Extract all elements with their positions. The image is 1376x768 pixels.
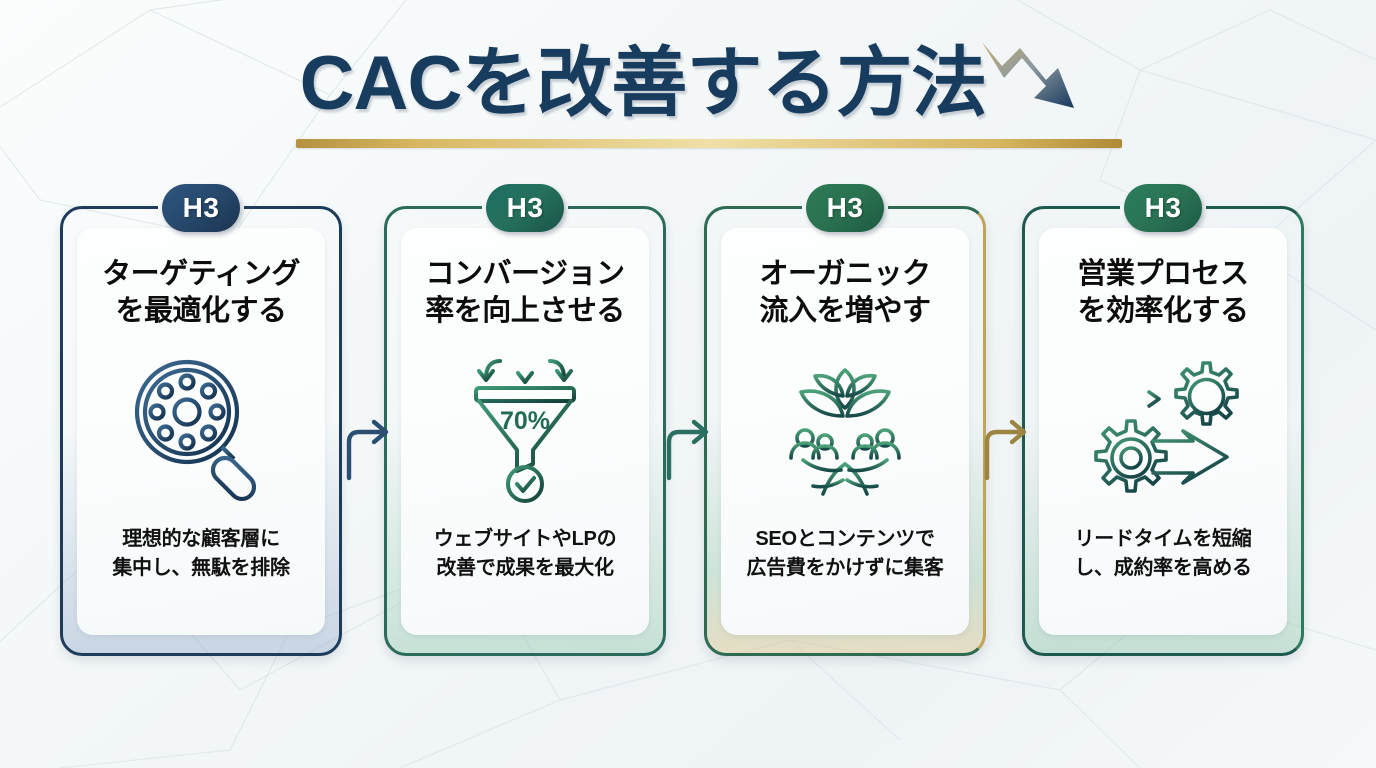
- card-conversion[interactable]: H3 コンバージョン 率を向上させる: [384, 184, 666, 656]
- card-sales-process[interactable]: H3 営業プロセス を効率化する: [1022, 184, 1304, 656]
- gears-arrow-efficiency-icon: [1094, 360, 1239, 493]
- card-badge: H3: [806, 184, 884, 232]
- card-title: コンバージョン 率を向上させる: [425, 258, 625, 328]
- card-panel: 営業プロセス を効率化する: [1039, 228, 1287, 635]
- card-description: 理想的な顧客層に 集中し、無駄を排除: [112, 528, 290, 579]
- funnel-value-label: 70%: [500, 407, 550, 435]
- card-icon-area: [87, 330, 315, 525]
- card-description: SEOとコンテンツで 広告費をかけずに集客: [746, 528, 944, 579]
- title-block: CACを改善する方法: [0, 34, 1376, 122]
- card-badge: H3: [1124, 184, 1202, 232]
- card-icon-area: [1049, 330, 1277, 525]
- card-panel: オーガニック 流入を増やす: [721, 228, 969, 635]
- connector-arrow-2: [666, 419, 709, 481]
- card-description: ウェブサイトやLPの 改善で成果を最大化: [433, 528, 617, 579]
- connector-arrow-3: [984, 419, 1027, 481]
- card-icon-area: [731, 330, 959, 525]
- card-panel: コンバージョン 率を向上させる: [401, 228, 649, 635]
- plant-growth-people-icon: [785, 367, 905, 496]
- card-targeting[interactable]: H3 ターゲティング を最適化する: [60, 184, 342, 656]
- card-description: リードタイムを短縮 し、成約率を高める: [1074, 528, 1252, 579]
- funnel-conversion-icon: 70%: [474, 356, 576, 503]
- connector-arrow-1: [346, 419, 389, 481]
- card-title: オーガニック 流入を増やす: [759, 258, 931, 328]
- title-underline: [296, 139, 1122, 148]
- page-title: CACを改善する方法: [299, 41, 988, 126]
- card-badge: H3: [162, 184, 240, 232]
- card-title: 営業プロセス を効率化する: [1077, 258, 1249, 328]
- card-badge: H3: [486, 184, 564, 232]
- card-panel: ターゲティング を最適化する: [77, 228, 325, 635]
- downtrend-arrow-icon: [982, 42, 1075, 108]
- card-icon-area: 70%: [411, 330, 639, 525]
- magnifier-target-icon: [134, 359, 257, 501]
- card-title: ターゲティング を最適化する: [102, 258, 300, 328]
- card-organic[interactable]: H3 オーガニック 流入を増やす: [704, 184, 986, 656]
